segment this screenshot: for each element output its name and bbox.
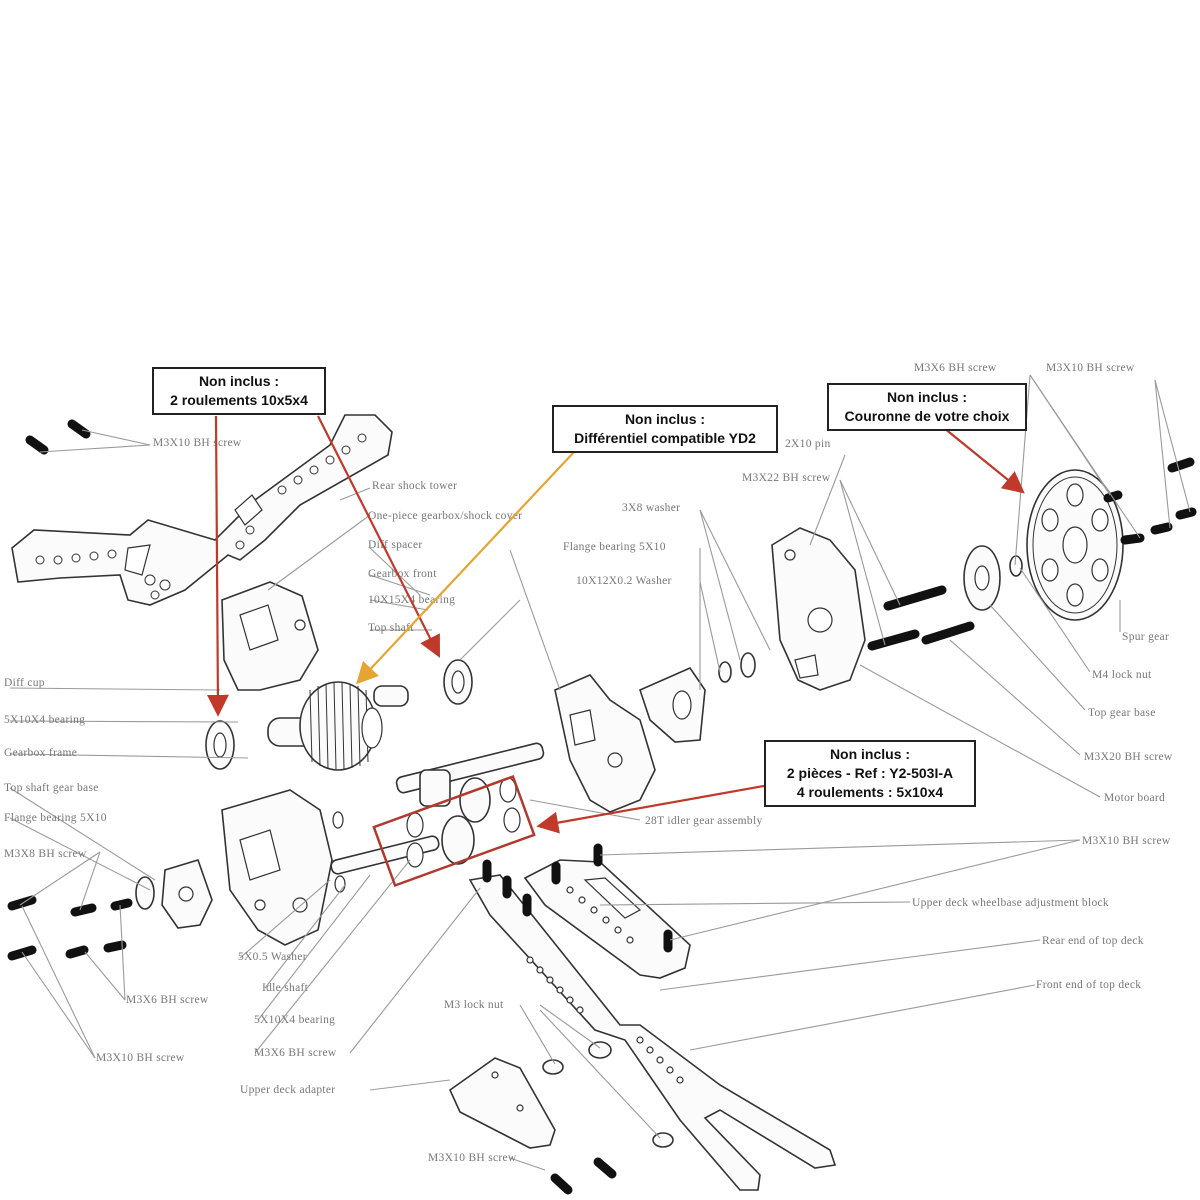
label-upper-deck-adjustment-block: Upper deck wheelbase adjustment block — [912, 897, 1109, 909]
top-shaft-gear-base — [135, 859, 213, 929]
differential — [267, 681, 409, 771]
label-top-shaft-gear-base: Top shaft gear base — [4, 782, 99, 794]
callout-spur-gear: Non inclus : Couronne de votre choix — [827, 383, 1027, 431]
label-m3x10-bh-screw-top: M3X10 BH screw — [153, 437, 242, 449]
left-screws — [7, 895, 133, 961]
long-screws — [867, 585, 975, 651]
label-m3x6-bh-screw-left: M3X6 BH screw — [126, 994, 209, 1006]
upper-deck-adapter — [448, 1057, 556, 1149]
callout-bearings-10x5x4: Non inclus : 2 roulements 10x5x4 — [152, 367, 326, 415]
flange-bearing-right — [639, 652, 756, 743]
label-upper-deck-adapter: Upper deck adapter — [240, 1084, 335, 1096]
label-rear-shock-tower: Rear shock tower — [372, 480, 457, 492]
label-flange-bearing-left: Flange bearing 5X10 — [4, 812, 107, 824]
label-diff-spacer: Diff spacer — [368, 539, 423, 551]
top-gear-base — [963, 545, 1023, 611]
gearbox-cover — [221, 581, 319, 691]
label-diff-cup: Diff cup — [4, 677, 45, 689]
label-m3-lock-nut: M3 lock nut — [444, 999, 504, 1011]
idler-gear-assembly — [406, 777, 521, 868]
bottom-screws — [550, 1157, 617, 1195]
label-m3x6-bh-screw-mid: M3X6 BH screw — [254, 1047, 337, 1059]
spur-gear — [1026, 469, 1124, 621]
label-washer-5x0-5: 5X0.5 Washer — [238, 951, 307, 963]
label-flange-bearing-right: Flange bearing 5X10 — [563, 541, 666, 553]
label-washer-10x12: 10X12X0.2 Washer — [576, 575, 672, 587]
arrow-to-spur-gear — [943, 427, 1025, 494]
label-idler-gear-assembly: 28T idler gear assembly — [645, 815, 763, 827]
label-gearbox-frame: Gearbox frame — [4, 747, 77, 759]
leader-lines — [9, 374, 1191, 1171]
top-shaft — [395, 742, 545, 807]
label-spur-gear: Spur gear — [1122, 631, 1169, 643]
label-pin-2x10: 2X10 pin — [785, 438, 831, 450]
bearing-10x15x4 — [443, 659, 473, 705]
label-gearbox-front: Gearbox front — [368, 568, 437, 580]
idler-highlight-box — [372, 774, 536, 888]
label-motor-board: Motor board — [1104, 792, 1165, 804]
part-labels: M3X10 BH screw Rear shock tower One-piec… — [4, 362, 1173, 1164]
motor-board — [771, 527, 866, 691]
label-m3-washer: 3X8 washer — [622, 502, 680, 514]
label-top-gear-base: Top gear base — [1088, 707, 1156, 719]
label-idle-shaft: Idle shaft — [262, 982, 309, 994]
label-m3x22-bh-screw: M3X22 BH screw — [742, 472, 831, 484]
callout-differential: Non inclus : Différentiel compatible YD2 — [552, 405, 778, 453]
label-m3x6-bh-screw-top: M3X6 BH screw — [914, 362, 997, 374]
label-m3x10-bh-screw-right: M3X10 BH screw — [1046, 362, 1135, 374]
label-top-shaft: Top shaft — [368, 622, 414, 634]
callout-arrows — [206, 415, 1025, 834]
bearing-5x10 — [205, 720, 235, 770]
top-left-screws — [25, 419, 91, 455]
label-m3x8-bh-screw: M3X8 BH screw — [4, 848, 87, 860]
arrow-to-differential — [355, 451, 575, 685]
callout-idler-bearings: Non inclus : 2 pièces - Ref : Y2-503I-A … — [764, 740, 976, 807]
label-rear-end-top-deck: Rear end of top deck — [1042, 935, 1144, 947]
arrow-to-bearing-right — [317, 415, 440, 658]
label-m3x10-bh-screw-left: M3X10 BH screw — [96, 1052, 185, 1064]
label-m3x10-bh-screw-bottom: M3X10 BH screw — [428, 1152, 517, 1164]
spur-gear-screws — [1103, 457, 1197, 545]
gearbox-front — [554, 674, 656, 813]
arrow-to-idler-gears — [536, 784, 765, 834]
label-bearing-5x10x4: 5X10X4 bearing — [254, 1014, 335, 1026]
rear-shock-tower — [11, 414, 393, 606]
label-m3x10-bh-screw-far-right: M3X10 BH screw — [1082, 835, 1171, 847]
label-gearbox-cover: One-piece gearbox/shock cover — [368, 510, 522, 522]
label-front-end-top-deck: Front end of top deck — [1036, 979, 1141, 991]
gearbox-frame — [221, 789, 333, 946]
arrow-to-bearing-left — [206, 415, 229, 717]
top-deck — [468, 859, 837, 1191]
label-m3x20-bh-screw: M3X20 BH screw — [1084, 751, 1173, 763]
label-bearing-5x10: 5X10X4 bearing — [4, 714, 85, 726]
label-m4-lock-nut: M4 lock nut — [1092, 669, 1152, 681]
